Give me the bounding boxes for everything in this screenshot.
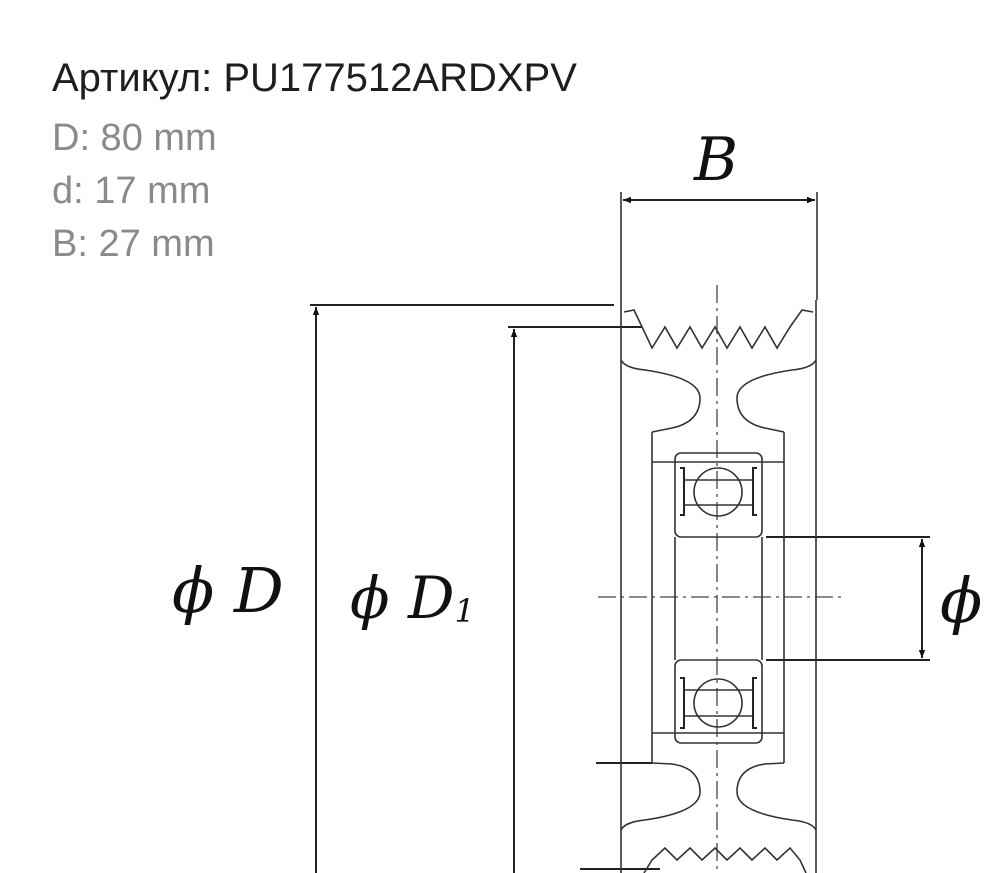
bearing-bottom [674, 659, 763, 744]
outer-diameter-dimension: ϕ D [172, 304, 614, 873]
article-label: Артикул: [52, 56, 213, 100]
outer-diameter-label: ϕ D [172, 554, 284, 627]
spec-outer-diameter: D: 80 mm [52, 117, 217, 159]
groove-diameter-label: ϕ D [350, 564, 454, 632]
bearing-top [674, 452, 763, 538]
top-grooves [623, 309, 814, 350]
article-title: Артикул: PU177512ARDXPV [52, 56, 577, 101]
svg-text:ϕ D1: ϕ D1 [350, 564, 475, 632]
pulley-body [620, 300, 817, 873]
spec-bore-diameter: d: 17 mm [52, 170, 211, 212]
bottom-grooves [643, 846, 807, 873]
groove-diameter-dimension: ϕ D1 [350, 326, 660, 873]
bore-diameter-label: ϕ [940, 564, 982, 637]
width-label: B [693, 125, 738, 195]
groove-diameter-subscript: 1 [454, 592, 474, 630]
bore-diameter-dimension: ϕ [766, 536, 982, 661]
spec-width: B: 27 mm [52, 223, 215, 265]
article-code: PU177512ARDXPV [223, 56, 577, 100]
width-dimension: B [620, 125, 818, 300]
